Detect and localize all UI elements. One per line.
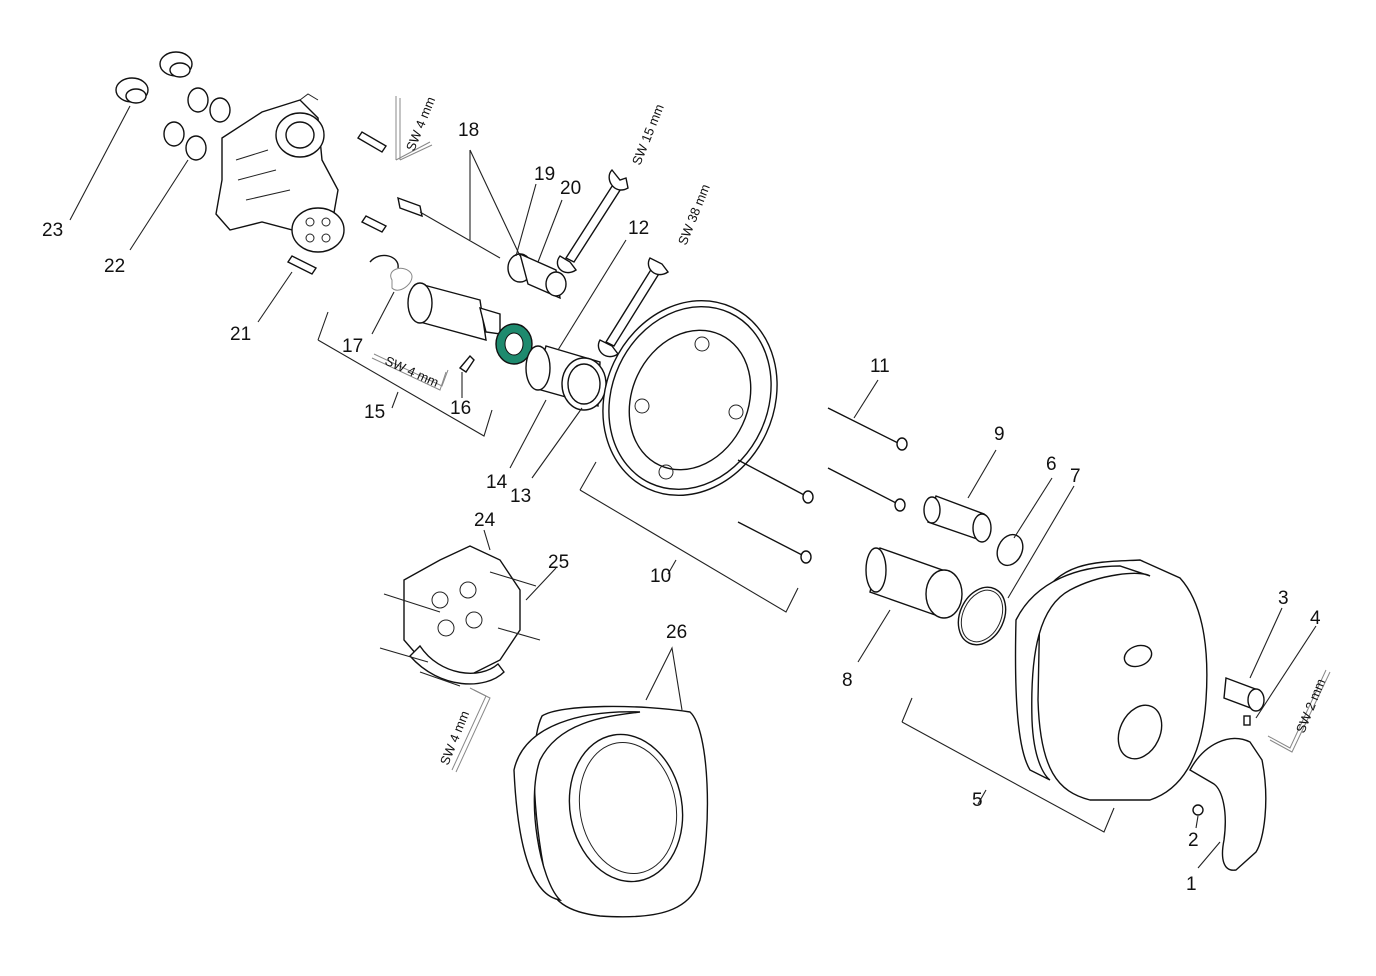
screws-21 — [286, 131, 388, 275]
label-3: 3 — [1278, 588, 1289, 609]
label-19: 19 — [534, 164, 555, 185]
sleeve-13 — [525, 345, 607, 411]
label-6: 6 — [1046, 454, 1057, 475]
label-25: 25 — [548, 552, 569, 573]
lever-handle — [1189, 737, 1267, 871]
label-17: 17 — [342, 336, 363, 357]
label-13: 13 — [510, 486, 531, 507]
o-rings-6-7 — [957, 533, 1024, 646]
trim-plate — [1014, 559, 1208, 801]
label-10: 10 — [650, 566, 671, 587]
label-9: 9 — [994, 424, 1005, 445]
tool-label-allen-4mm-mid: SW 4 mm — [383, 353, 441, 390]
leader-lines — [69, 105, 1317, 869]
allen-key-bottom — [451, 687, 491, 773]
label-24: 24 — [474, 510, 496, 531]
label-12: 12 — [628, 218, 649, 239]
label-2: 2 — [1188, 830, 1199, 851]
trim-frame — [513, 705, 709, 918]
label-23: 23 — [42, 220, 63, 241]
green-ring-accent — [495, 323, 533, 365]
screw-16 — [458, 354, 475, 373]
knob-3 — [1223, 677, 1265, 712]
extension-9 — [923, 495, 992, 543]
plaster-guard — [379, 545, 541, 687]
label-22: 22 — [104, 256, 125, 277]
label-5: 5 — [972, 790, 983, 811]
label-15: 15 — [364, 402, 385, 423]
part-number-labels: 23 22 21 17 15 16 18 19 20 12 14 13 10 1… — [42, 120, 1321, 895]
label-8: 8 — [842, 670, 853, 691]
label-7: 7 — [1070, 466, 1081, 487]
tool-label-allen-2mm: SW 2 mm — [1293, 677, 1328, 736]
allen-key-2mm — [1267, 669, 1331, 753]
cartridge-19-20 — [507, 252, 567, 300]
nut-fittings — [115, 51, 193, 104]
label-16: 16 — [450, 398, 471, 419]
thermostat-cartridge — [407, 282, 501, 341]
wrench-38mm — [597, 257, 670, 358]
label-1: 1 — [1186, 874, 1197, 895]
tool-label-wrench-15mm: SW 15 mm — [629, 102, 667, 167]
o-rings-22 — [163, 87, 231, 161]
label-18: 18 — [458, 120, 479, 141]
grub-screw-4 — [1243, 715, 1251, 726]
label-4: 4 — [1310, 608, 1321, 629]
mixer-body — [215, 93, 345, 253]
tool-label-allen-4mm-top: SW 4 mm — [403, 95, 438, 154]
allen-key-top — [395, 96, 433, 161]
label-11: 11 — [870, 356, 890, 377]
screw-2 — [1192, 804, 1204, 816]
extension-8 — [865, 547, 963, 619]
mounting-ring — [602, 299, 778, 497]
spindle-rod — [397, 196, 501, 259]
allen-key-mid — [371, 353, 449, 391]
label-14: 14 — [486, 472, 508, 493]
clip-17 — [369, 254, 413, 291]
label-21: 21 — [230, 324, 251, 345]
tool-label-wrench-38mm: SW 38 mm — [675, 182, 713, 247]
label-20: 20 — [560, 178, 581, 199]
wrench-15mm — [556, 168, 629, 274]
label-26: 26 — [666, 622, 687, 643]
long-screws — [737, 407, 908, 564]
